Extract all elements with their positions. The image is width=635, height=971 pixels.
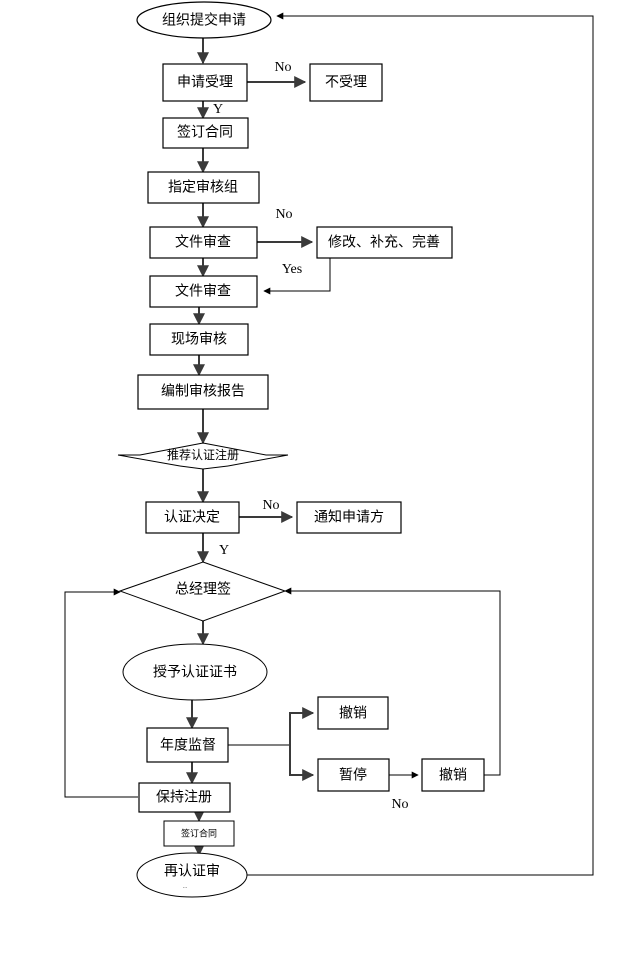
node-gm-signature[interactable]: 总经理签	[118, 561, 287, 622]
node-doc-review-1-label: 文件审查	[175, 234, 231, 250]
node-doc-review-1[interactable]: 文件审查	[149, 226, 258, 259]
node-grant-certificate-label: 授予认证证书	[153, 664, 237, 680]
node-revise-supplement[interactable]: 修改、补充、完善	[316, 226, 453, 259]
node-application-accept[interactable]: 申请受理	[162, 63, 248, 102]
node-start-ellipse-label: 组织提交申请	[162, 12, 246, 28]
node-grant-certificate[interactable]: 授予认证证书	[122, 643, 268, 701]
edge-supervision-to-suspend	[289, 745, 315, 781]
edge-keep-to-gm	[64, 588, 138, 798]
edge-label-docreview-yes: Yes	[282, 262, 302, 277]
node-not-accept[interactable]: 不受理	[309, 63, 383, 102]
node-sign-contract-small[interactable]: 签订合同	[163, 820, 235, 847]
node-recommend-register-label: 推荐认证注册	[167, 447, 239, 462]
edge-label-docreview-no: No	[275, 207, 292, 222]
edge-supervision-to-withdraw1	[289, 707, 315, 745]
node-compile-report[interactable]: 编制审核报告	[137, 374, 269, 410]
node-annual-supervision-label: 年度监督	[160, 737, 216, 753]
node-recert-audit-label: 再认证审	[164, 863, 220, 879]
node-start-ellipse[interactable]: 组织提交申请	[136, 1, 272, 39]
node-withdraw-2[interactable]: 撤销	[421, 758, 485, 792]
node-sign-contract-small-label: 签订合同	[181, 827, 217, 838]
edge-label-accept-no: No	[274, 60, 291, 75]
edge-label-decision-yes: Y	[219, 543, 229, 558]
node-withdraw-1-label: 撤销	[339, 705, 367, 721]
node-cert-decision[interactable]: 认证决定	[145, 501, 240, 534]
node-recert-audit-sub: ..	[183, 881, 187, 890]
node-notify-applicant-label: 通知申请方	[314, 509, 384, 525]
node-assign-audit-team-label: 指定审核组	[168, 179, 238, 195]
node-gm-signature-label: 总经理签	[175, 581, 231, 597]
node-doc-review-2-label: 文件审查	[175, 283, 231, 299]
node-withdraw-2-label: 撤销	[439, 767, 467, 783]
node-suspend[interactable]: 暂停	[317, 758, 390, 792]
node-onsite-audit-label: 现场审核	[171, 331, 227, 347]
node-annual-supervision[interactable]: 年度监督	[146, 727, 229, 763]
node-onsite-audit[interactable]: 现场审核	[149, 323, 249, 356]
edge-label-accept-yes: Y	[213, 102, 223, 117]
node-notify-applicant[interactable]: 通知申请方	[296, 501, 402, 534]
node-recert-audit[interactable]: 再认证审 ..	[136, 852, 248, 898]
node-withdraw-1[interactable]: 撤销	[317, 696, 389, 730]
node-recommend-register[interactable]: 推荐认证注册	[117, 442, 289, 470]
node-doc-review-2[interactable]: 文件审查	[149, 275, 258, 308]
node-keep-registration[interactable]: 保持注册	[138, 782, 231, 813]
node-revise-supplement-label: 修改、补充、完善	[328, 234, 440, 250]
edge-label-decision-no: No	[262, 498, 279, 513]
node-compile-report-label: 编制审核报告	[161, 383, 245, 399]
node-suspend-label: 暂停	[339, 767, 367, 783]
edge-recert-to-start	[246, 12, 594, 876]
edge-withdraw2-to-gm	[284, 587, 501, 776]
node-assign-audit-team[interactable]: 指定审核组	[147, 171, 260, 204]
node-sign-contract[interactable]: 签订合同	[162, 117, 249, 149]
edge-revise-to-docreview2	[263, 258, 331, 295]
edge-label-withdraw-no: No	[391, 797, 408, 812]
node-application-accept-label: 申请受理	[177, 74, 233, 90]
node-not-accept-label: 不受理	[325, 74, 367, 90]
node-keep-registration-label: 保持注册	[156, 789, 212, 805]
node-cert-decision-label: 认证决定	[164, 509, 220, 525]
node-sign-contract-label: 签订合同	[177, 124, 233, 140]
